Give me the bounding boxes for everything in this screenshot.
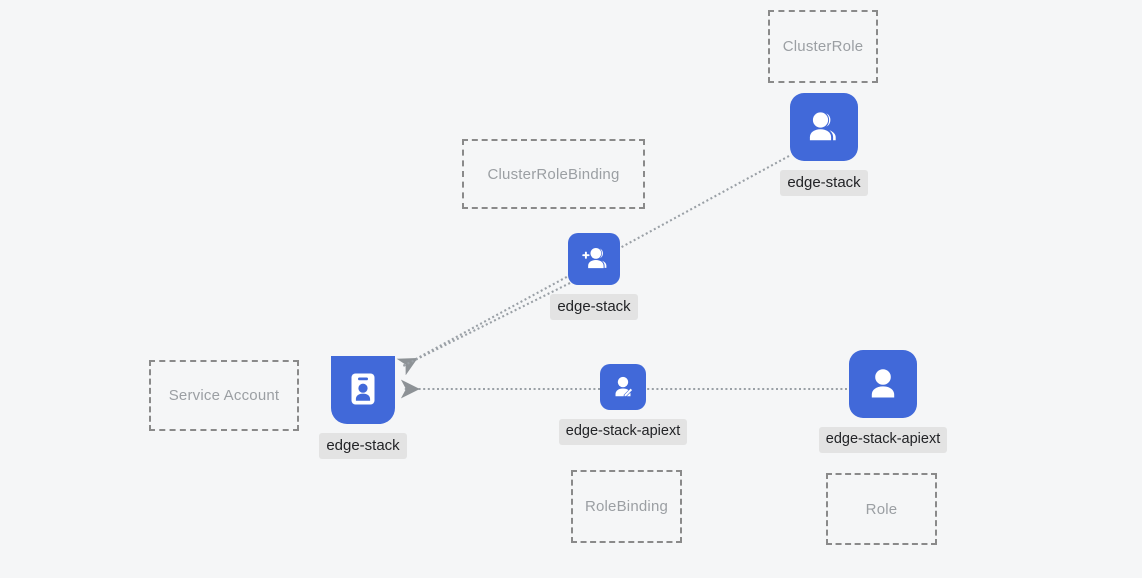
node-label-serviceaccount: edge-stack [319,433,407,459]
person-icon[interactable] [849,350,917,418]
group-box-clusterrolebinding[interactable]: ClusterRoleBinding [462,139,645,209]
node-clusterrole[interactable]: edge-stack [780,93,868,196]
node-label-clusterrolebinding: edge-stack [550,294,638,320]
edge-clusterrolebinding-to-serviceaccount [402,282,571,367]
node-label-role: edge-stack-apiext [818,427,948,453]
person-icon-glyph [871,369,895,398]
users-group-icon-glyph [809,112,836,141]
group-label-role: Role [865,500,898,518]
node-clusterrolebinding[interactable]: edge-stack [550,233,638,320]
group-label-rolebinding: RoleBinding [584,498,669,515]
node-label-rolebinding: edge-stack-apiext [558,419,688,445]
group-label-serviceaccount: Service Account [168,387,280,404]
person-add-icon[interactable] [568,233,620,285]
group-box-rolebinding[interactable]: RoleBinding [571,470,682,543]
node-serviceaccount[interactable]: edge-stack [319,356,407,459]
person-edit-icon-glyph [615,376,633,398]
users-group-icon[interactable] [790,93,858,161]
node-rolebinding[interactable]: edge-stack-apiext [558,364,688,445]
group-label-clusterrolebinding: ClusterRoleBinding [487,165,620,183]
node-role[interactable]: edge-stack-apiext [818,350,948,453]
id-badge-icon[interactable] [331,356,395,424]
group-box-serviceaccount[interactable]: Service Account [149,360,299,431]
person-add-icon-glyph [582,247,607,269]
id-badge-icon-glyph [351,373,375,405]
group-label-clusterrole: ClusterRole [782,38,864,55]
person-edit-icon[interactable] [600,364,646,410]
group-box-clusterrole[interactable]: ClusterRole [768,10,878,83]
group-box-role[interactable]: Role [826,473,937,545]
node-label-clusterrole: edge-stack [780,170,868,196]
